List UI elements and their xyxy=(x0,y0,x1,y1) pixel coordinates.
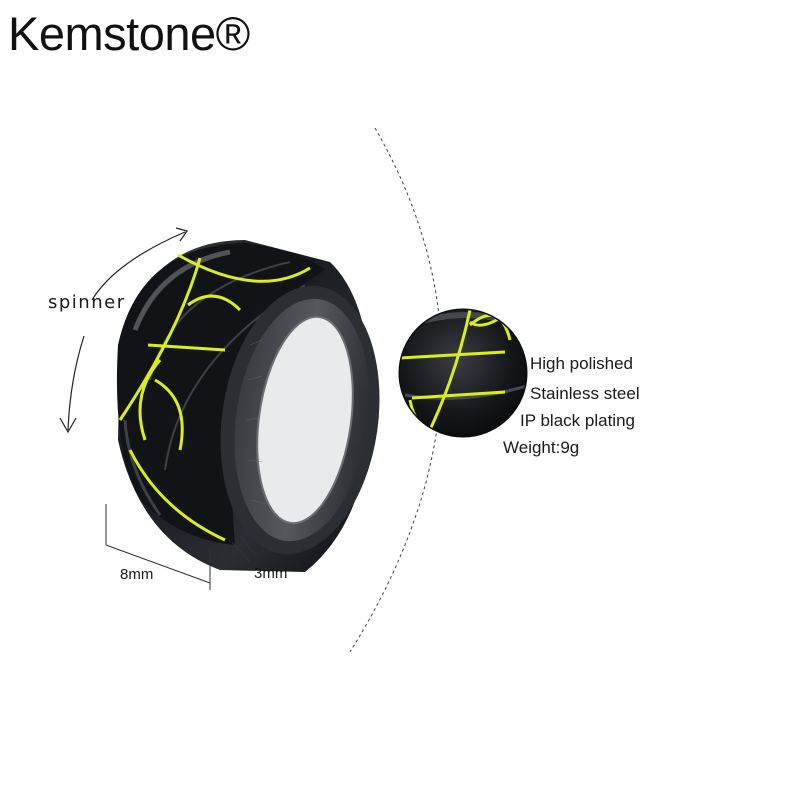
spec-plating: IP black plating xyxy=(520,411,635,430)
spec-finish: High polished xyxy=(530,354,634,373)
width-label: 8mm xyxy=(120,566,154,583)
separator-arc xyxy=(349,127,443,653)
zoom-detail-circle xyxy=(398,308,528,438)
rotation-arrow xyxy=(67,231,186,431)
width-dimension-line xyxy=(105,504,211,590)
thickness-label: 3mm xyxy=(254,565,288,582)
brand-logo: Kemstone® xyxy=(8,7,250,60)
spec-weight: Weight:9g xyxy=(503,438,580,457)
thickness-dimension-line xyxy=(231,535,257,563)
spinner-label: spinner xyxy=(48,292,126,313)
spinner-ring xyxy=(116,240,380,572)
spec-material: Stainless steel xyxy=(530,384,640,403)
